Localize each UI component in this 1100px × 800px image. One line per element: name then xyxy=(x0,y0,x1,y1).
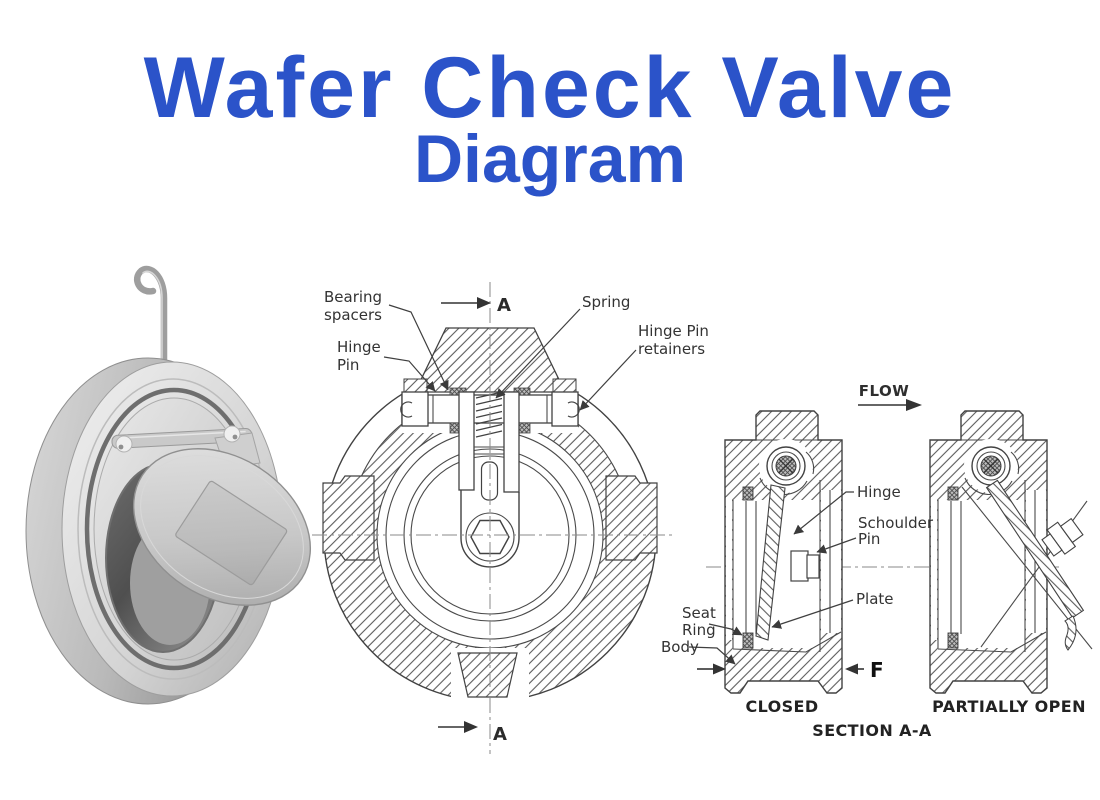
hinge-pin-cap-left xyxy=(115,435,133,453)
label-shoulder-pin-line1: Schoulder xyxy=(858,514,934,532)
label-body: Body xyxy=(661,638,699,656)
retainer-clip-left xyxy=(400,401,413,418)
flow-arrow-icon xyxy=(906,399,922,411)
closed-view xyxy=(724,410,843,694)
spring-coil xyxy=(475,391,503,438)
right-lug xyxy=(605,475,658,561)
label-hinge-pin-line2: Pin xyxy=(337,356,359,374)
label-plate: Plate xyxy=(856,590,894,608)
section-aa-views: FLOW F Hinge Schoulder Pin Plate xyxy=(661,382,1093,740)
caption-closed: CLOSED xyxy=(745,697,818,716)
label-spring: Spring xyxy=(582,293,630,311)
front-view-labels: Bearing spacers Hinge Pin Spring Hinge P… xyxy=(324,288,709,411)
page-subtitle: Diagram xyxy=(413,121,687,197)
bottom-boss xyxy=(457,652,518,698)
hanging-hook-icon xyxy=(134,265,168,364)
label-hinge-pin-line1: Hinge xyxy=(337,338,381,356)
label-hinge: Hinge xyxy=(857,483,901,501)
partially-open-view xyxy=(929,410,1093,694)
shoulder-pin-block xyxy=(790,550,809,582)
label-seat-ring-line1: Seat xyxy=(682,604,716,622)
caption-partially-open: PARTIALLY OPEN xyxy=(932,697,1086,716)
caption-section-aa: SECTION A-A xyxy=(812,721,932,740)
plate-closed xyxy=(755,484,786,641)
valve-photo xyxy=(25,265,312,705)
flow-label: FLOW xyxy=(859,382,910,400)
plate-open-tip xyxy=(1064,615,1077,651)
section-view-labels: Hinge Schoulder Pin Plate Seat Ring Body xyxy=(661,483,934,665)
force-arrows: F xyxy=(697,658,884,682)
section-letter-bottom: A xyxy=(493,724,507,745)
section-arrow-bottom: A xyxy=(438,721,507,745)
hinge-pin-cap-right xyxy=(223,425,241,443)
front-view: A A Bearing spacers Hinge Pin Spring Hin… xyxy=(312,282,709,754)
left-lug xyxy=(322,475,375,561)
label-hinge-pin-retainers-line2: retainers xyxy=(638,340,705,358)
label-hinge-pin-retainers-line1: Hinge Pin xyxy=(638,322,709,340)
force-letter: F xyxy=(870,658,884,682)
label-bearing-spacers-line1: Bearing xyxy=(324,288,382,306)
flow-indicator: FLOW xyxy=(858,382,922,411)
label-shoulder-pin-line2: Pin xyxy=(858,530,880,548)
label-bearing-spacers-line2: spacers xyxy=(324,306,382,324)
page-title: Wafer Check Valve xyxy=(143,40,957,136)
plate-open xyxy=(985,479,1085,619)
section-letter-top: A xyxy=(497,295,511,316)
section-arrow-top: A xyxy=(441,295,511,316)
valve-plate xyxy=(132,448,312,606)
retainer-clip-right xyxy=(567,401,580,418)
shoulder-pin-open xyxy=(1041,517,1084,557)
label-seat-ring-line2: Ring xyxy=(682,621,716,639)
